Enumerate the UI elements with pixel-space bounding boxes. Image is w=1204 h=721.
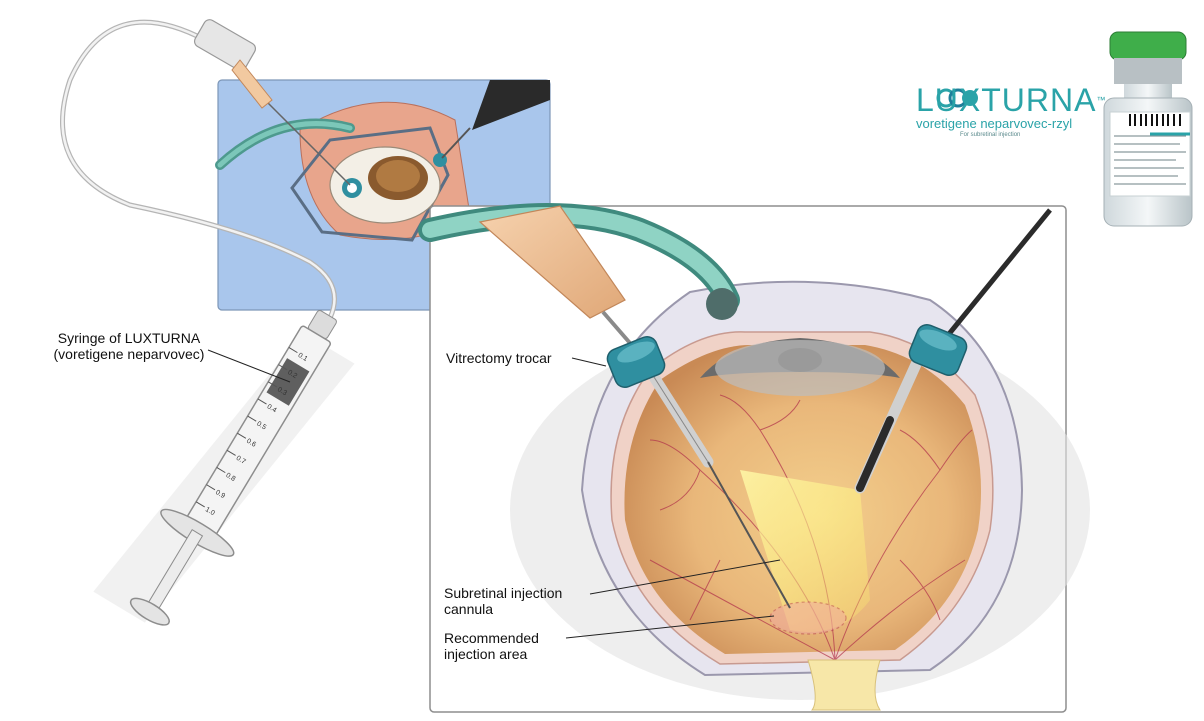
injection-area-label-line2: injection area bbox=[444, 646, 539, 662]
syringe-label-line2: (voretigene neparvovec) bbox=[32, 346, 226, 362]
injection-area-label: Recommended injection area bbox=[444, 630, 539, 662]
luxturna-logo: LUXTURNA™ voretigene neparvovec-rzyl For… bbox=[916, 84, 1076, 139]
cannula-label: Subretinal injection cannula bbox=[444, 585, 562, 617]
injection-area-label-line1: Recommended bbox=[444, 630, 539, 646]
luxturna-vial bbox=[1104, 32, 1192, 226]
cannula-label-line2: cannula bbox=[444, 601, 562, 617]
brand-generic-name: voretigene neparvovec-rzyl bbox=[916, 117, 1076, 131]
syringe-label: Syringe of LUXTURNA (voretigene neparvov… bbox=[32, 330, 226, 362]
cannula-label-line1: Subretinal injection bbox=[444, 585, 562, 601]
recommended-injection-area-marker bbox=[770, 602, 846, 634]
syringe-label-line1: Syringe of LUXTURNA bbox=[32, 330, 226, 346]
brand-name: LUXTURNA bbox=[916, 82, 1096, 118]
trocar-label: Vitrectomy trocar bbox=[446, 350, 552, 366]
brand-trademark: ™ bbox=[1096, 95, 1106, 105]
brand-route: For subretinal injection bbox=[960, 131, 1076, 139]
